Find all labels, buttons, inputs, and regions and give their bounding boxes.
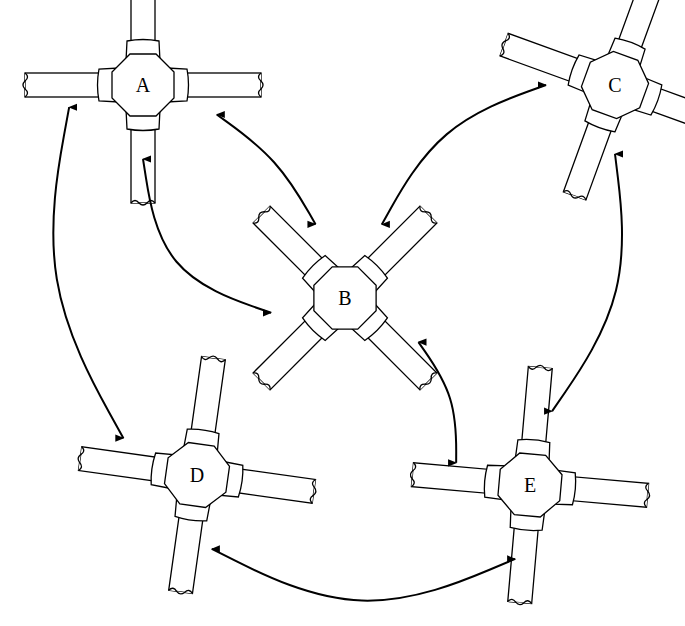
- double-arrow: [53, 107, 123, 438]
- fitting-node: C: [550, 20, 680, 150]
- node-label: E: [524, 475, 536, 495]
- double-arrow: [418, 342, 456, 463]
- node-label: D: [190, 465, 204, 485]
- pipe-fitting: [400, 355, 660, 615]
- fitting-node: E: [460, 415, 600, 555]
- node-label: A: [136, 75, 150, 95]
- pipe-fitting: [61, 339, 332, 610]
- fitting-node: A: [73, 15, 213, 155]
- double-arrow: [382, 85, 546, 224]
- pipe-fitting: [23, 0, 263, 205]
- double-arrow: [143, 159, 271, 313]
- pipe-fitting: [175, 128, 514, 467]
- fitting-node: D: [127, 405, 267, 545]
- double-arrow: [212, 549, 515, 601]
- pipe-fitting: [461, 0, 685, 239]
- double-arrow: [217, 114, 316, 224]
- node-label: C: [608, 75, 621, 95]
- double-arrow: [552, 154, 622, 411]
- node-label: B: [338, 288, 351, 308]
- fitting-node: B: [275, 228, 415, 368]
